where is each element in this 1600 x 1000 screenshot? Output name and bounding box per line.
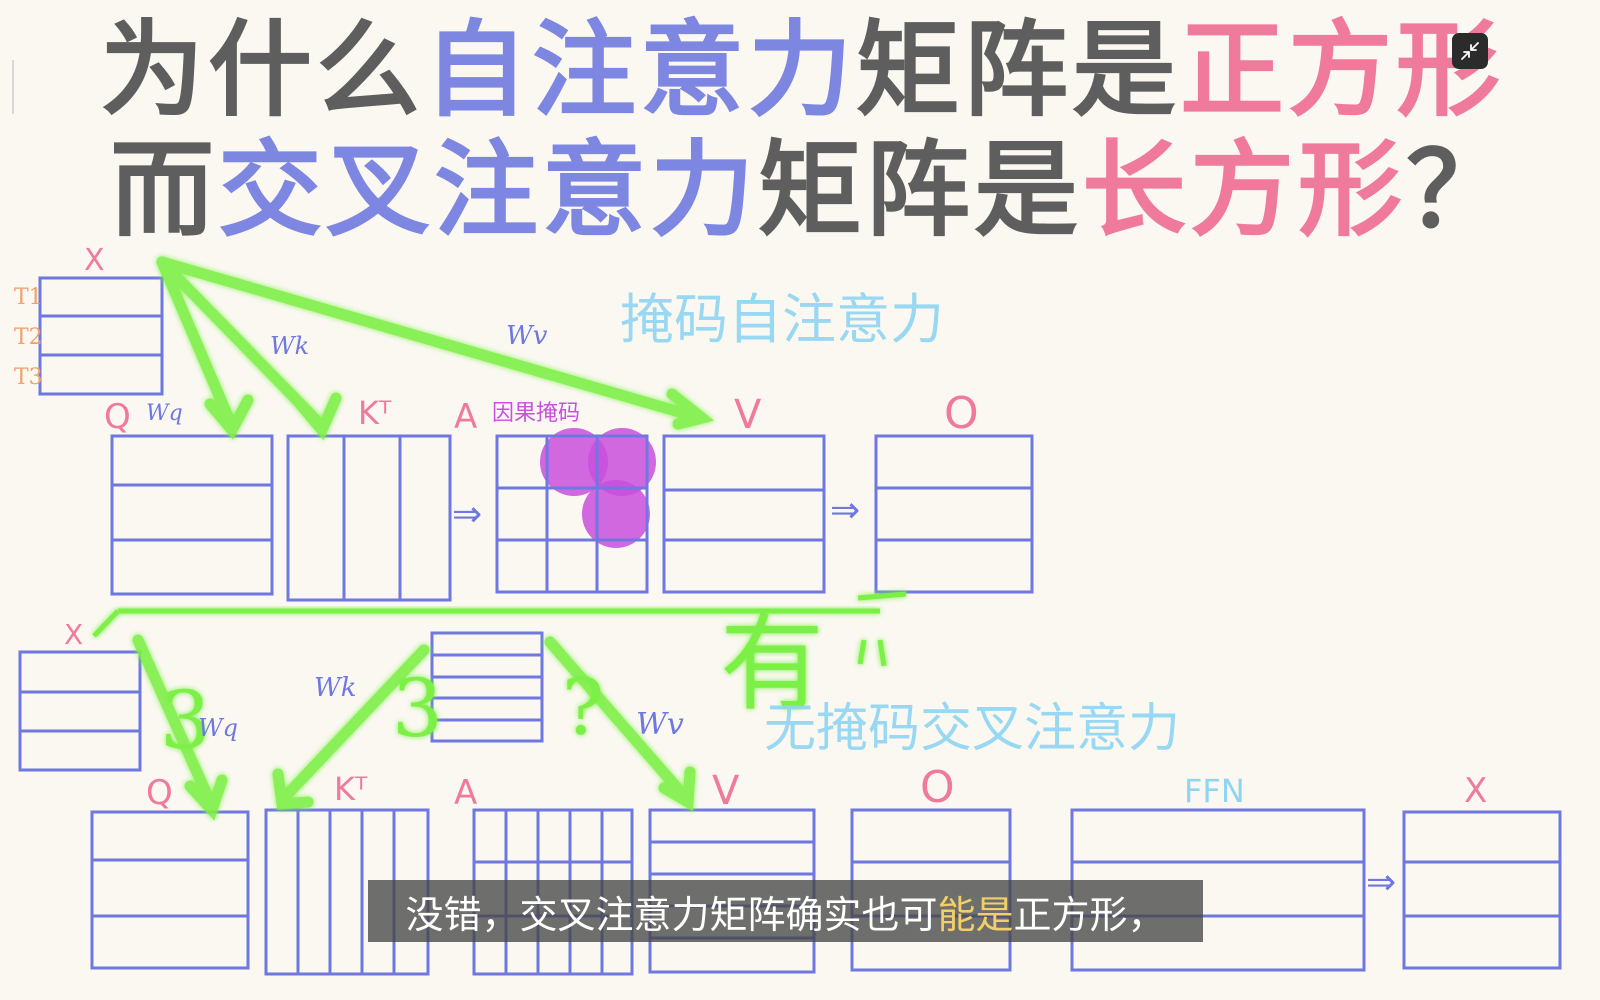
title-part: 交叉注意力 — [218, 128, 759, 251]
arrow-glyph: ⇒ — [1366, 862, 1396, 903]
title-part: ？ — [1406, 128, 1515, 251]
a-label: A — [454, 397, 477, 437]
kt-label: Kᵀ — [334, 770, 368, 808]
token-label: T3 — [14, 365, 43, 390]
x-label: X — [64, 618, 83, 651]
arrow-glyph: ⇒ — [452, 494, 482, 535]
v-label: V — [712, 768, 740, 814]
v-label: V — [734, 392, 762, 438]
ffn-label: FFN — [1184, 772, 1245, 810]
wk-label: Wk — [270, 332, 309, 360]
title-part: 矩阵是 — [758, 128, 1083, 251]
wq-label: Wq — [198, 714, 238, 742]
q-label: Q — [146, 773, 173, 813]
token-label: T1 — [14, 285, 43, 310]
encoder-memory-matrix — [430, 631, 544, 743]
decoder-input-matrix — [18, 650, 142, 772]
projection-arrows — [156, 256, 715, 441]
unmasked-cross-attention-label: 无掩码交叉注意力 — [764, 699, 1180, 759]
key-transpose-matrix — [286, 434, 452, 602]
title-part: 正方形 — [1180, 8, 1505, 131]
input-matrix-x — [38, 276, 164, 396]
encoder-to-decoder-line — [92, 608, 880, 638]
title-part: 自注意力 — [424, 8, 857, 131]
decoder-output-matrix — [1402, 810, 1562, 970]
q-label: Q — [104, 397, 131, 437]
wk-label: Wk — [314, 673, 356, 703]
attention-matrix — [495, 428, 656, 594]
x-label: X — [1464, 771, 1487, 811]
subtitle-text: 正方形， — [1013, 892, 1166, 937]
masked-self-attention-label: 掩码自注意力 — [620, 288, 944, 351]
kt-label: Kᵀ — [358, 394, 392, 432]
causal-mask-label: 因果掩码 — [492, 401, 580, 426]
cross-projection-arrows — [132, 634, 696, 821]
title-part: 而 — [110, 128, 219, 251]
title-part: 为什么 — [100, 8, 425, 131]
exit-fullscreen-icon — [1461, 42, 1479, 60]
value-matrix — [662, 434, 826, 594]
mask-blob — [588, 428, 656, 496]
video-subtitle: 没错，交叉注意力矩阵确实也可能是正方形， — [368, 880, 1203, 942]
wq-label: Wq — [146, 401, 183, 426]
title-line-1: 为什么自注意力矩阵是正方形 — [100, 18, 1504, 122]
query-matrix — [90, 810, 250, 970]
a-label: A — [454, 773, 477, 813]
title-part: 长方形 — [1082, 128, 1407, 251]
token-label: T2 — [14, 325, 43, 350]
wv-label: Wv — [506, 321, 548, 351]
title-line-2: 而交叉注意力矩阵是长方形？ — [110, 138, 1514, 242]
o-label: O — [944, 388, 979, 439]
o-label: O — [920, 762, 955, 813]
exit-fullscreen-button[interactable] — [1452, 33, 1488, 69]
wv-label: Wv — [636, 707, 684, 742]
output-matrix — [874, 434, 1034, 594]
note-strokes — [857, 591, 907, 667]
subtitle-highlight: 能是 — [937, 892, 1014, 937]
note-you: 有 — [720, 603, 824, 725]
left-edge-mark — [12, 60, 14, 114]
title-part: 矩阵是 — [856, 8, 1181, 131]
arrow-glyph: ⇒ — [830, 490, 860, 531]
mask-blob — [540, 428, 608, 496]
x-label: X — [84, 243, 105, 278]
mask-blob — [582, 480, 650, 548]
subtitle-text: 没错，交叉注意力矩阵确实也可 — [405, 892, 938, 937]
query-matrix — [110, 434, 274, 596]
masked-self-attention-section: X T1 T2 T3 Q Wq Kᵀ Wk ⇒ — [14, 243, 1034, 602]
